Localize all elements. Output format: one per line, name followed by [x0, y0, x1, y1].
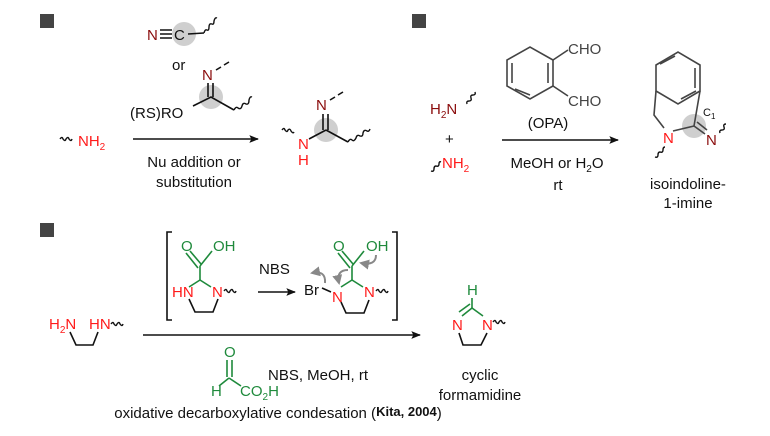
- highlight-carbon: [172, 22, 196, 46]
- ethylene-bridge: [69, 331, 99, 346]
- product-name-line2: formamidine: [439, 387, 522, 404]
- bond: [308, 129, 349, 143]
- int1-n: N: [212, 284, 223, 301]
- int-arrow-label: NBS: [259, 261, 290, 278]
- wavy-bond: [654, 146, 666, 158]
- reagent-label: (OPA): [528, 115, 569, 132]
- wavy-bond: [59, 136, 73, 142]
- imidate-ro: (RS)RO: [130, 105, 183, 122]
- double-bond: [322, 114, 329, 130]
- sm-left-amine: H2N: [49, 316, 76, 336]
- sm-right-amine: HN: [89, 316, 111, 333]
- amine2: NH2: [442, 155, 470, 175]
- intermediate-1: O OH HN N: [172, 238, 237, 313]
- conditions-line2: substitution: [156, 174, 232, 191]
- glyox-h: H: [211, 383, 222, 400]
- double-bond: [207, 83, 214, 97]
- wavy-bond: [223, 288, 237, 294]
- conditions: NBS, MeOH, rt: [268, 367, 369, 384]
- intermediate-brackets: [166, 231, 398, 321]
- conditions-line1: Nu addition or: [147, 154, 240, 171]
- int2-n1: N: [332, 289, 343, 306]
- glyox-o: O: [224, 344, 236, 361]
- bond: [192, 96, 235, 111]
- wavy-bond: [203, 17, 218, 34]
- glyoxylic-acid-structure: O H CO2H: [211, 344, 279, 403]
- product-h: H: [298, 152, 309, 169]
- ring-n: N: [663, 130, 674, 147]
- amine1: H2N: [430, 101, 457, 121]
- product-name-line1: cyclic: [462, 367, 499, 384]
- wavy-bond: [110, 321, 124, 327]
- int1-o: O: [181, 238, 193, 255]
- wavy-bond: [492, 319, 506, 325]
- intermediate-2: O OH Br N N: [304, 238, 389, 314]
- wavy-bond: [281, 127, 295, 134]
- isoindoline-structure: N N C1: [653, 51, 727, 158]
- nitrile-c: C: [174, 27, 185, 44]
- int1-oh: OH: [213, 238, 236, 255]
- plus-sign: +: [445, 131, 454, 148]
- cho-top: CHO: [568, 41, 601, 58]
- product-n2: N: [482, 317, 493, 334]
- product-n1: N: [452, 317, 463, 334]
- dashed-bond: [215, 61, 230, 71]
- imidate-n: N: [202, 67, 213, 84]
- imine-n: N: [706, 132, 717, 149]
- wavy-bond: [466, 91, 476, 105]
- product-n: N: [298, 136, 309, 153]
- wavy-bond: [719, 123, 727, 134]
- panel-cyclic-formamidine: O OH HN N NBS O OH Br N N H2N: [40, 223, 521, 422]
- panel-isoindoline-imine: H2N + NH2 CHO CHO (OPA) MeOH or H2O rt N…: [412, 14, 727, 212]
- bond: [187, 32, 205, 35]
- wavy-bond: [430, 161, 442, 172]
- int2-o: O: [333, 238, 345, 255]
- product-name-line1: isoindoline-: [650, 176, 726, 193]
- conditions-line1: MeOH or H2O: [510, 155, 603, 175]
- or-label: or: [172, 57, 185, 74]
- int2-n2: N: [364, 284, 375, 301]
- wavy-bond: [375, 288, 389, 294]
- bullet-square-icon: [40, 223, 54, 237]
- cho-bottom: CHO: [568, 93, 601, 110]
- int2-oh: OH: [366, 238, 389, 255]
- conditions-line2: rt: [553, 177, 563, 194]
- formamidine-structure: H N N: [452, 282, 506, 346]
- triple-bond: [160, 29, 172, 39]
- dashed-bond: [329, 91, 344, 101]
- product-h: H: [467, 282, 478, 299]
- curved-arrow-icon: [359, 254, 377, 270]
- glyox-co2h: CO2H: [240, 383, 279, 403]
- amine-nh2: NH2: [78, 133, 106, 153]
- bullet-square-icon: [40, 14, 54, 28]
- curved-arrow-icon: [332, 269, 349, 285]
- wavy-bond: [233, 96, 253, 111]
- curved-arrow-icon: [310, 266, 327, 284]
- c1-label: C1: [703, 107, 716, 121]
- product-imine-n: N: [316, 97, 327, 114]
- product-name-line2: 1-imine: [663, 195, 712, 212]
- nitrile-n: N: [147, 27, 158, 44]
- int2-br: Br: [304, 282, 319, 299]
- int1-hn: HN: [172, 284, 194, 301]
- opa-structure: CHO CHO: [506, 41, 601, 110]
- wavy-bond: [347, 128, 371, 143]
- panel-amidine-formation: N C or N (RS)RO NH2 Nu addition or subst…: [40, 14, 371, 191]
- bullet-square-icon: [412, 14, 426, 28]
- caption: oxidative decarboxylative condesation (K…: [114, 404, 442, 422]
